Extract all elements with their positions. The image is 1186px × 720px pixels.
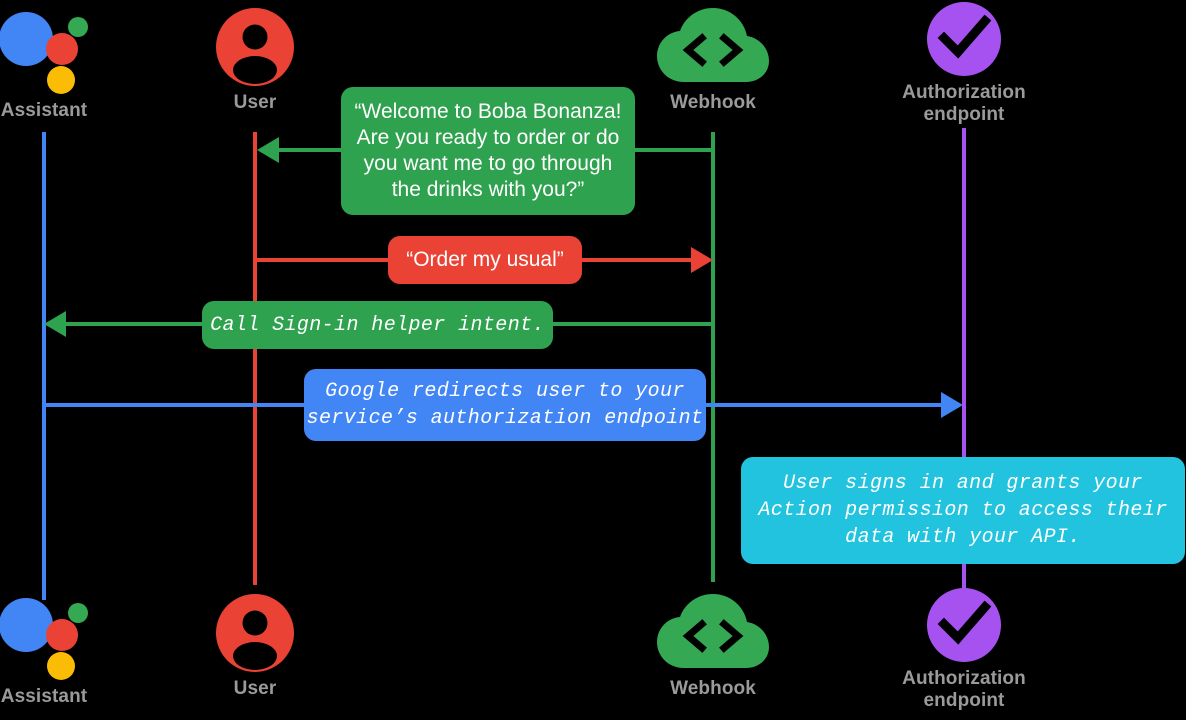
message-text-signin-helper: Call Sign-in helper intent.: [210, 313, 545, 337]
user-avatar-icon: [155, 8, 355, 86]
purple-check-circle-icon: [864, 2, 1064, 76]
arrowhead-order-usual: [691, 247, 713, 273]
actor-label-webhook-top: Webhook: [670, 92, 756, 113]
actor-label-user-bottom: User: [233, 678, 277, 699]
cloud-code-icon: [613, 8, 813, 86]
actor-webhook-bottom: Webhook: [613, 594, 813, 700]
actor-assistant-bottom: Assistant: [0, 594, 144, 708]
lifeline-auth: [962, 128, 966, 458]
actor-user-bottom: User: [155, 594, 355, 700]
actor-label-assistant-top: Assistant: [0, 100, 88, 121]
lifeline-webhook: [711, 132, 715, 582]
actor-label-assistant-bottom: Assistant: [0, 686, 88, 707]
message-bubble-grant-permission: User signs in and grants your Action per…: [741, 457, 1185, 564]
lifeline-user: [253, 132, 257, 585]
user-avatar-icon: [155, 594, 355, 672]
google-assistant-icon: [0, 594, 144, 680]
actor-label-auth-top: Authorization endpoint: [902, 82, 1026, 125]
lifeline-auth-lower: [962, 564, 966, 590]
message-bubble-welcome: “Welcome to Boba Bonanza! Are you ready …: [341, 87, 635, 215]
cloud-code-icon: [613, 594, 813, 672]
actor-auth-bottom: Authorization endpoint: [864, 588, 1064, 712]
message-text-grant-permission: User signs in and grants your Action per…: [758, 472, 1168, 549]
arrowhead-signin-helper: [44, 311, 66, 337]
actor-assistant-top: Assistant: [0, 8, 144, 122]
actor-label-user-top: User: [233, 92, 277, 113]
google-assistant-icon: [0, 8, 144, 94]
message-bubble-signin-helper: Call Sign-in helper intent.: [202, 301, 553, 349]
purple-check-circle-icon: [864, 588, 1064, 662]
message-bubble-redirect: Google redirects user to your service’s …: [304, 369, 706, 441]
actor-user-top: User: [155, 8, 355, 114]
message-text-order-usual: “Order my usual”: [406, 248, 564, 271]
arrowhead-redirect: [941, 392, 963, 418]
lifeline-assistant: [42, 132, 46, 600]
actor-auth-top: Authorization endpoint: [864, 2, 1064, 126]
actor-webhook-top: Webhook: [613, 8, 813, 114]
arrowhead-welcome: [257, 137, 279, 163]
actor-label-auth-bottom: Authorization endpoint: [902, 668, 1026, 711]
message-bubble-order-usual: “Order my usual”: [388, 236, 582, 284]
message-text-redirect: Google redirects user to your service’s …: [306, 380, 704, 430]
actor-label-webhook-bottom: Webhook: [670, 678, 756, 699]
message-text-welcome: “Welcome to Boba Bonanza! Are you ready …: [354, 100, 622, 201]
